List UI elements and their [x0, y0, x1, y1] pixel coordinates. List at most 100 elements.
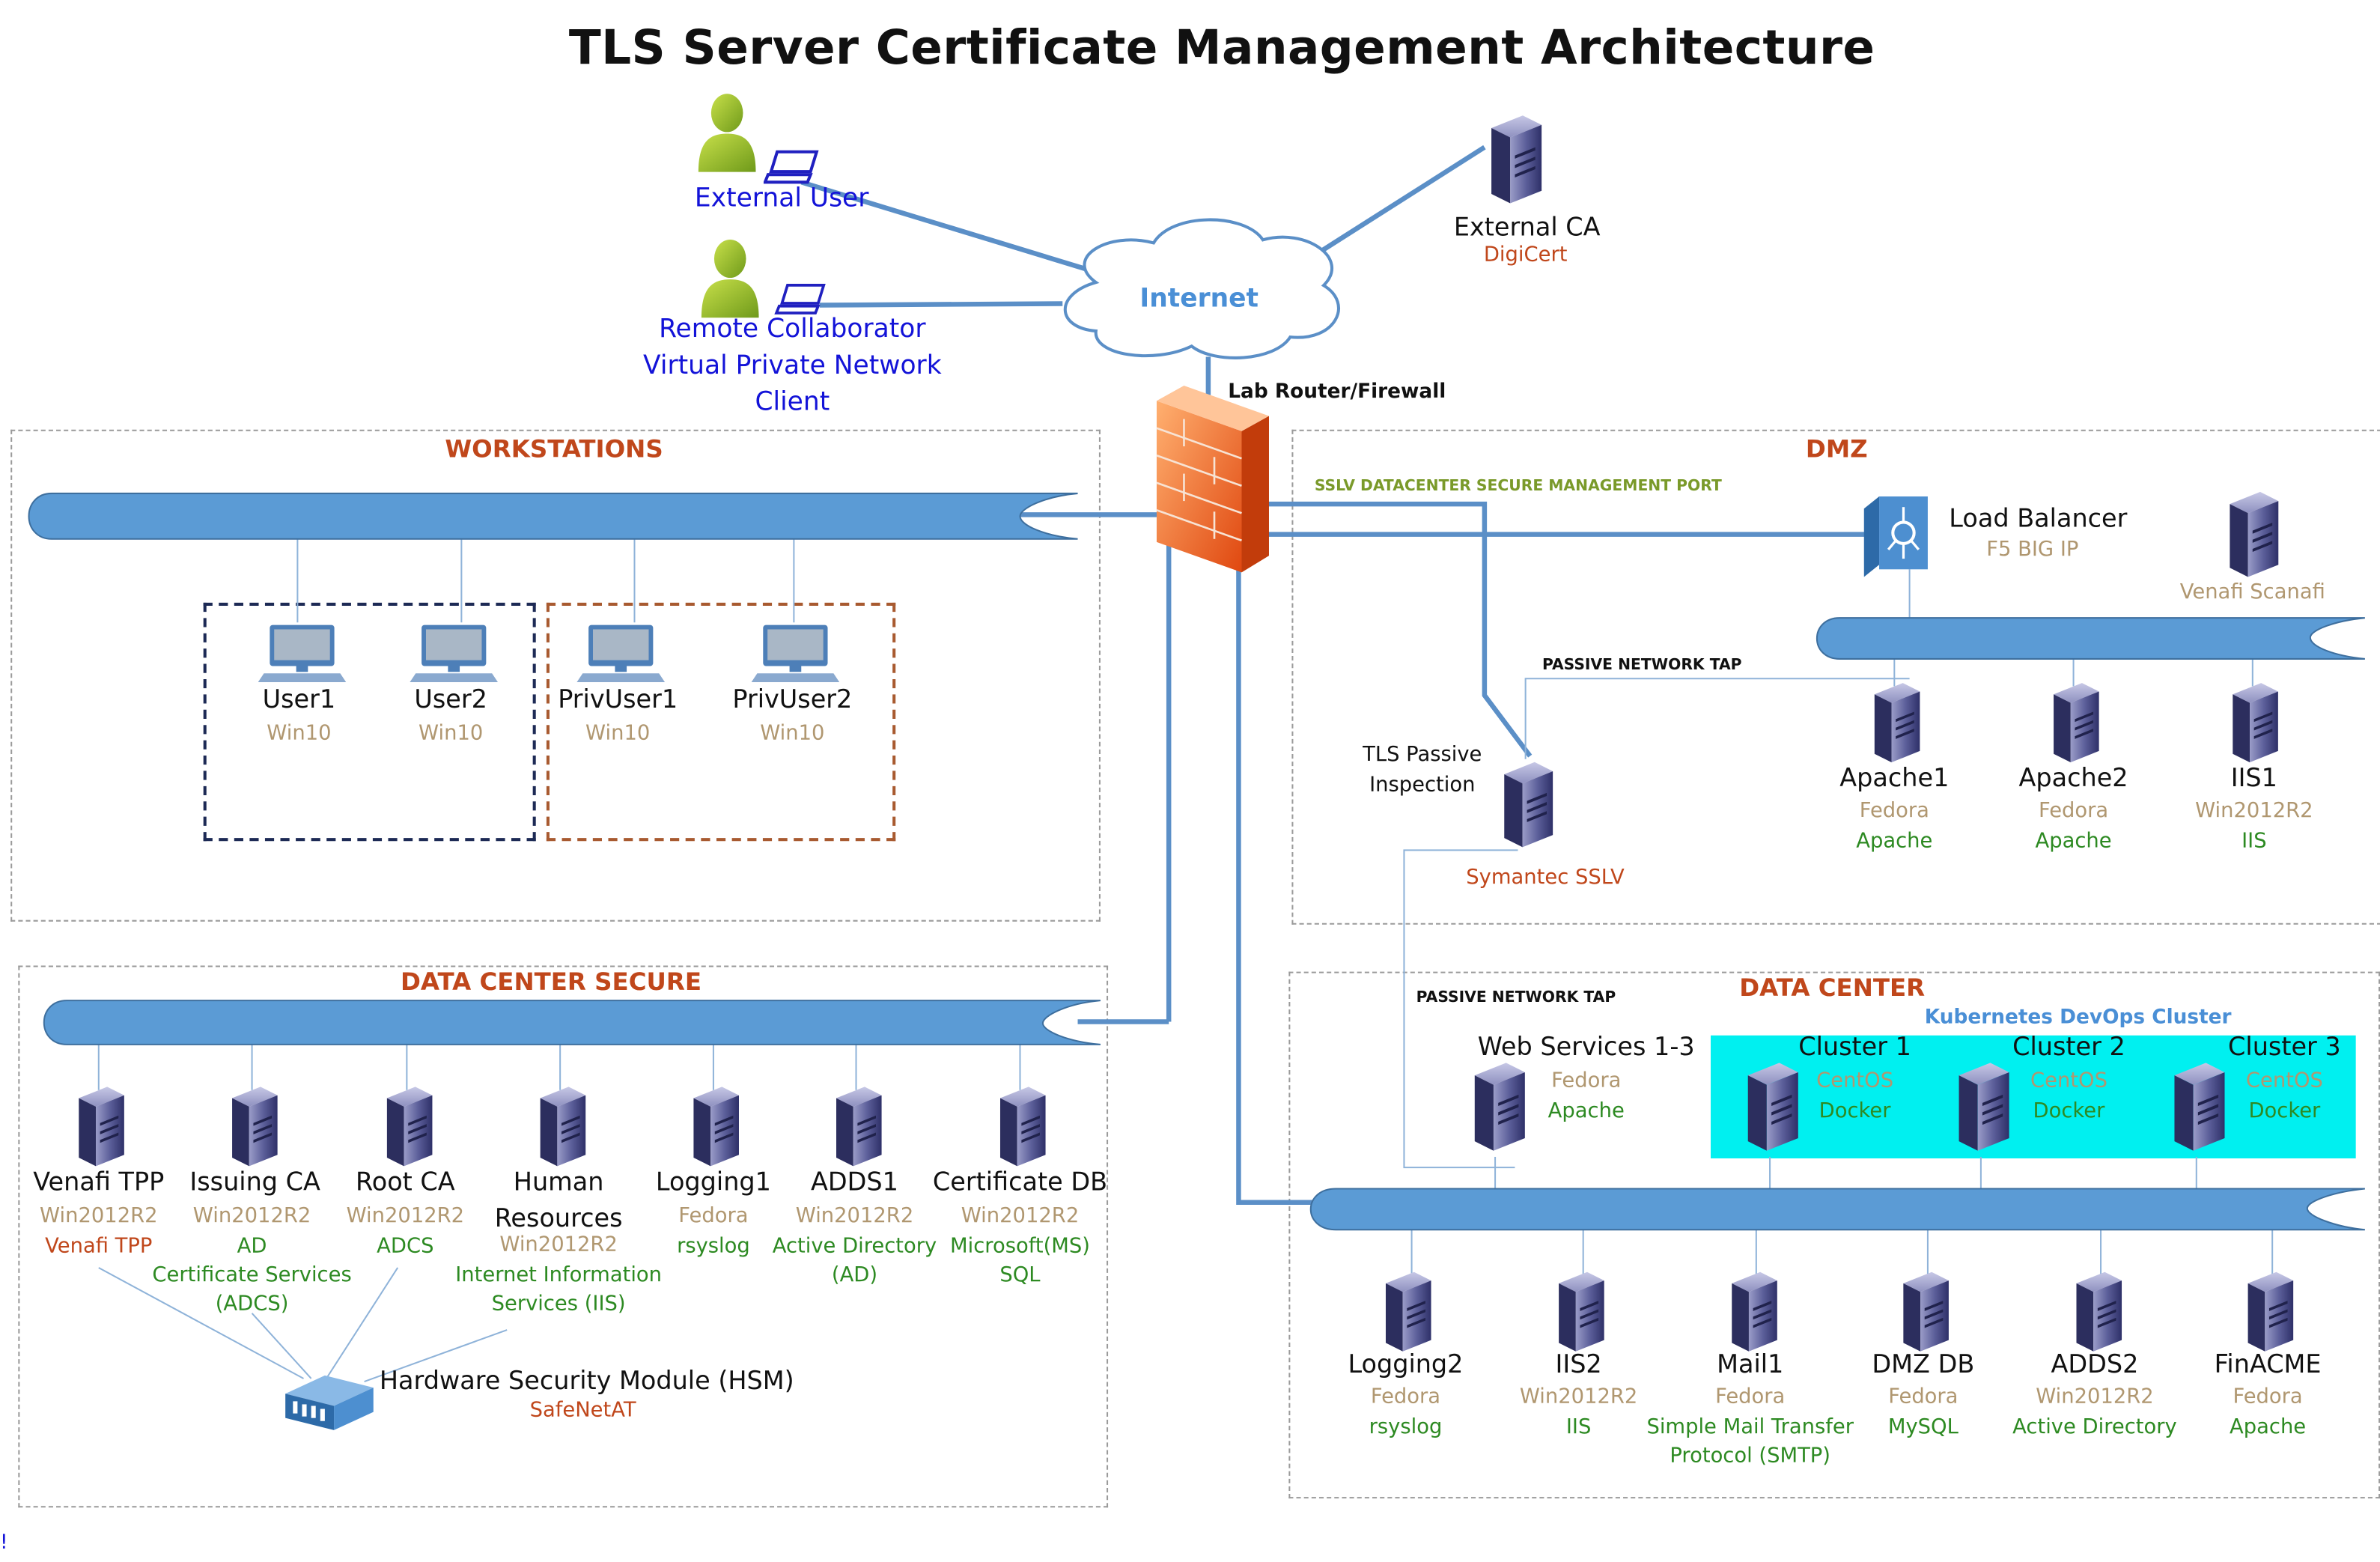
dc-tap-label: PASSIVE NETWORK TAP — [1416, 989, 1616, 1007]
data-center-secure-zone — [18, 965, 1109, 1508]
external-user-label: External User — [694, 183, 869, 214]
cluster1-os: CentOS — [1816, 1069, 1894, 1093]
issuing-ca-server-icon — [222, 1084, 282, 1170]
cluster2-app: Docker — [2033, 1098, 2105, 1124]
dc-title: DATA CENTER — [1739, 973, 1926, 1003]
apache1-app: Apache — [1856, 829, 1933, 854]
cluster2-server-icon — [1947, 1060, 2014, 1154]
issuing-ca-name: Issuing CA — [189, 1167, 320, 1197]
k8s-label: Kubernetes DevOps Cluster — [1924, 1006, 2232, 1030]
adds1-app-2: (AD) — [831, 1262, 878, 1288]
inspection-label-2: Inspection — [1369, 772, 1476, 797]
mail1-server-icon — [1721, 1269, 1782, 1355]
router-label: Lab Router/Firewall — [1228, 380, 1446, 404]
adds2-server-icon — [2066, 1269, 2126, 1355]
privuser1-name: PrivUser1 — [558, 684, 678, 714]
remote-collaborator-label: Remote Collaborator — [659, 314, 926, 345]
iis2-app: IIS — [1565, 1414, 1592, 1440]
internet-cloud — [1063, 218, 1340, 359]
mail1-app-1: Simple Mail Transfer — [1646, 1414, 1854, 1440]
dmz-title: DMZ — [1805, 434, 1868, 464]
data-center-secure-bus — [43, 1000, 1101, 1045]
sslv-port-label: SSLV DATACENTER SECURE MANAGEMENT PORT — [1314, 478, 1722, 495]
dmz-db-os: Fedora — [1888, 1385, 1959, 1409]
mail1-app-2: Protocol (SMTP) — [1670, 1444, 1831, 1468]
web-services-name: Web Services 1-3 — [1477, 1032, 1695, 1062]
cluster3-os: CentOS — [2245, 1069, 2323, 1093]
certificate-db-app-1: Microsoft(MS) — [950, 1234, 1090, 1259]
sslv-label: Symantec SSLV — [1466, 865, 1625, 890]
privuser1-os: Win10 — [585, 721, 651, 746]
apache1-name: Apache1 — [1839, 763, 1950, 793]
privuser2-pc-icon — [752, 622, 840, 683]
user1-pc-icon — [258, 622, 347, 683]
finacme-name: FinACME — [2214, 1349, 2322, 1379]
dmz-tap-label: PASSIVE NETWORK TAP — [1541, 657, 1742, 675]
issuing-ca-app-3: (ADCS) — [215, 1292, 289, 1316]
dcs-title: DATA CENTER SECURE — [400, 967, 701, 997]
scanafi-label: Venafi Scanafi — [2179, 580, 2325, 604]
workstations-title: WORKSTATIONS — [445, 434, 663, 464]
laptop-icon — [774, 282, 829, 316]
certificate-db-app-2: SQL — [999, 1262, 1041, 1288]
web-services-server-icon — [1464, 1060, 1530, 1154]
apache2-name: Apache2 — [2018, 763, 2128, 793]
cluster2-name: Cluster 2 — [2012, 1032, 2125, 1062]
scanafi-server-icon — [2219, 489, 2283, 580]
cluster1-server-icon — [1736, 1060, 1803, 1154]
apache1-os: Fedora — [1859, 798, 1929, 823]
workstations-zone — [10, 429, 1101, 922]
dmz-db-name: DMZ DB — [1872, 1349, 1975, 1379]
root-ca-server-icon — [377, 1084, 437, 1170]
hsm-vendor: SafeNetAT — [529, 1398, 636, 1423]
external-ca-vendor: DigiCert — [1483, 243, 1568, 267]
logging1-name: Logging1 — [655, 1167, 771, 1197]
logging1-os: Fedora — [678, 1203, 749, 1229]
user-group-box — [203, 602, 536, 842]
root-ca-app: ADCS — [377, 1234, 434, 1259]
logging2-server-icon — [1375, 1269, 1436, 1355]
apache2-server-icon — [2043, 680, 2104, 765]
mail1-name: Mail1 — [1717, 1349, 1784, 1379]
vpn-label: Virtual Private Network — [643, 350, 942, 381]
adds1-app-1: Active Directory — [772, 1234, 937, 1259]
logging2-name: Logging2 — [1348, 1349, 1464, 1379]
hsm-icon — [285, 1375, 374, 1430]
hsm-name: Hardware Security Module (HSM) — [379, 1366, 794, 1396]
certificate-db-server-icon — [990, 1084, 1050, 1170]
human-resources-app-1: Internet Information — [455, 1262, 663, 1288]
logging1-server-icon — [683, 1084, 743, 1170]
dmz-db-server-icon — [1893, 1269, 1953, 1355]
dmz-zone — [1291, 429, 2380, 925]
iis1-os: Win2012R2 — [2195, 798, 2313, 823]
human-resources-os: Win2012R2 — [499, 1233, 618, 1257]
cluster2-os: CentOS — [2030, 1069, 2107, 1093]
web-services-os: Fedora — [1551, 1069, 1622, 1093]
remote-collaborator-icon — [699, 237, 762, 318]
sslv-server-icon — [1494, 759, 1557, 851]
root-ca-os: Win2012R2 — [346, 1203, 465, 1229]
privuser2-os: Win10 — [760, 721, 825, 746]
certificate-db-name: Certificate DB — [932, 1167, 1108, 1197]
privuser1-pc-icon — [576, 622, 665, 683]
corner-mark: ! — [0, 1531, 8, 1555]
dmz-bus — [1816, 617, 2365, 660]
issuing-ca-os: Win2012R2 — [192, 1203, 311, 1229]
external-user-icon — [696, 91, 759, 173]
workstations-bus — [28, 492, 1078, 540]
human-resources-name-1: Human — [513, 1167, 604, 1197]
iis1-app: IIS — [2241, 829, 2267, 854]
root-ca-name: Root CA — [356, 1167, 455, 1197]
cluster1-app: Docker — [1819, 1098, 1891, 1124]
apache1-server-icon — [1864, 680, 1925, 765]
human-resources-server-icon — [530, 1084, 591, 1170]
venafi-tpp-server-icon — [68, 1084, 129, 1170]
load-balancer-name: Load Balancer — [1949, 504, 2128, 533]
finacme-os: Fedora — [2233, 1385, 2303, 1409]
vpn-client-label: Client — [755, 387, 830, 418]
adds2-app: Active Directory — [2012, 1414, 2177, 1440]
finacme-server-icon — [2238, 1269, 2298, 1355]
venafi-tpp-name: Venafi TPP — [33, 1167, 165, 1197]
cluster3-name: Cluster 3 — [2228, 1032, 2341, 1062]
